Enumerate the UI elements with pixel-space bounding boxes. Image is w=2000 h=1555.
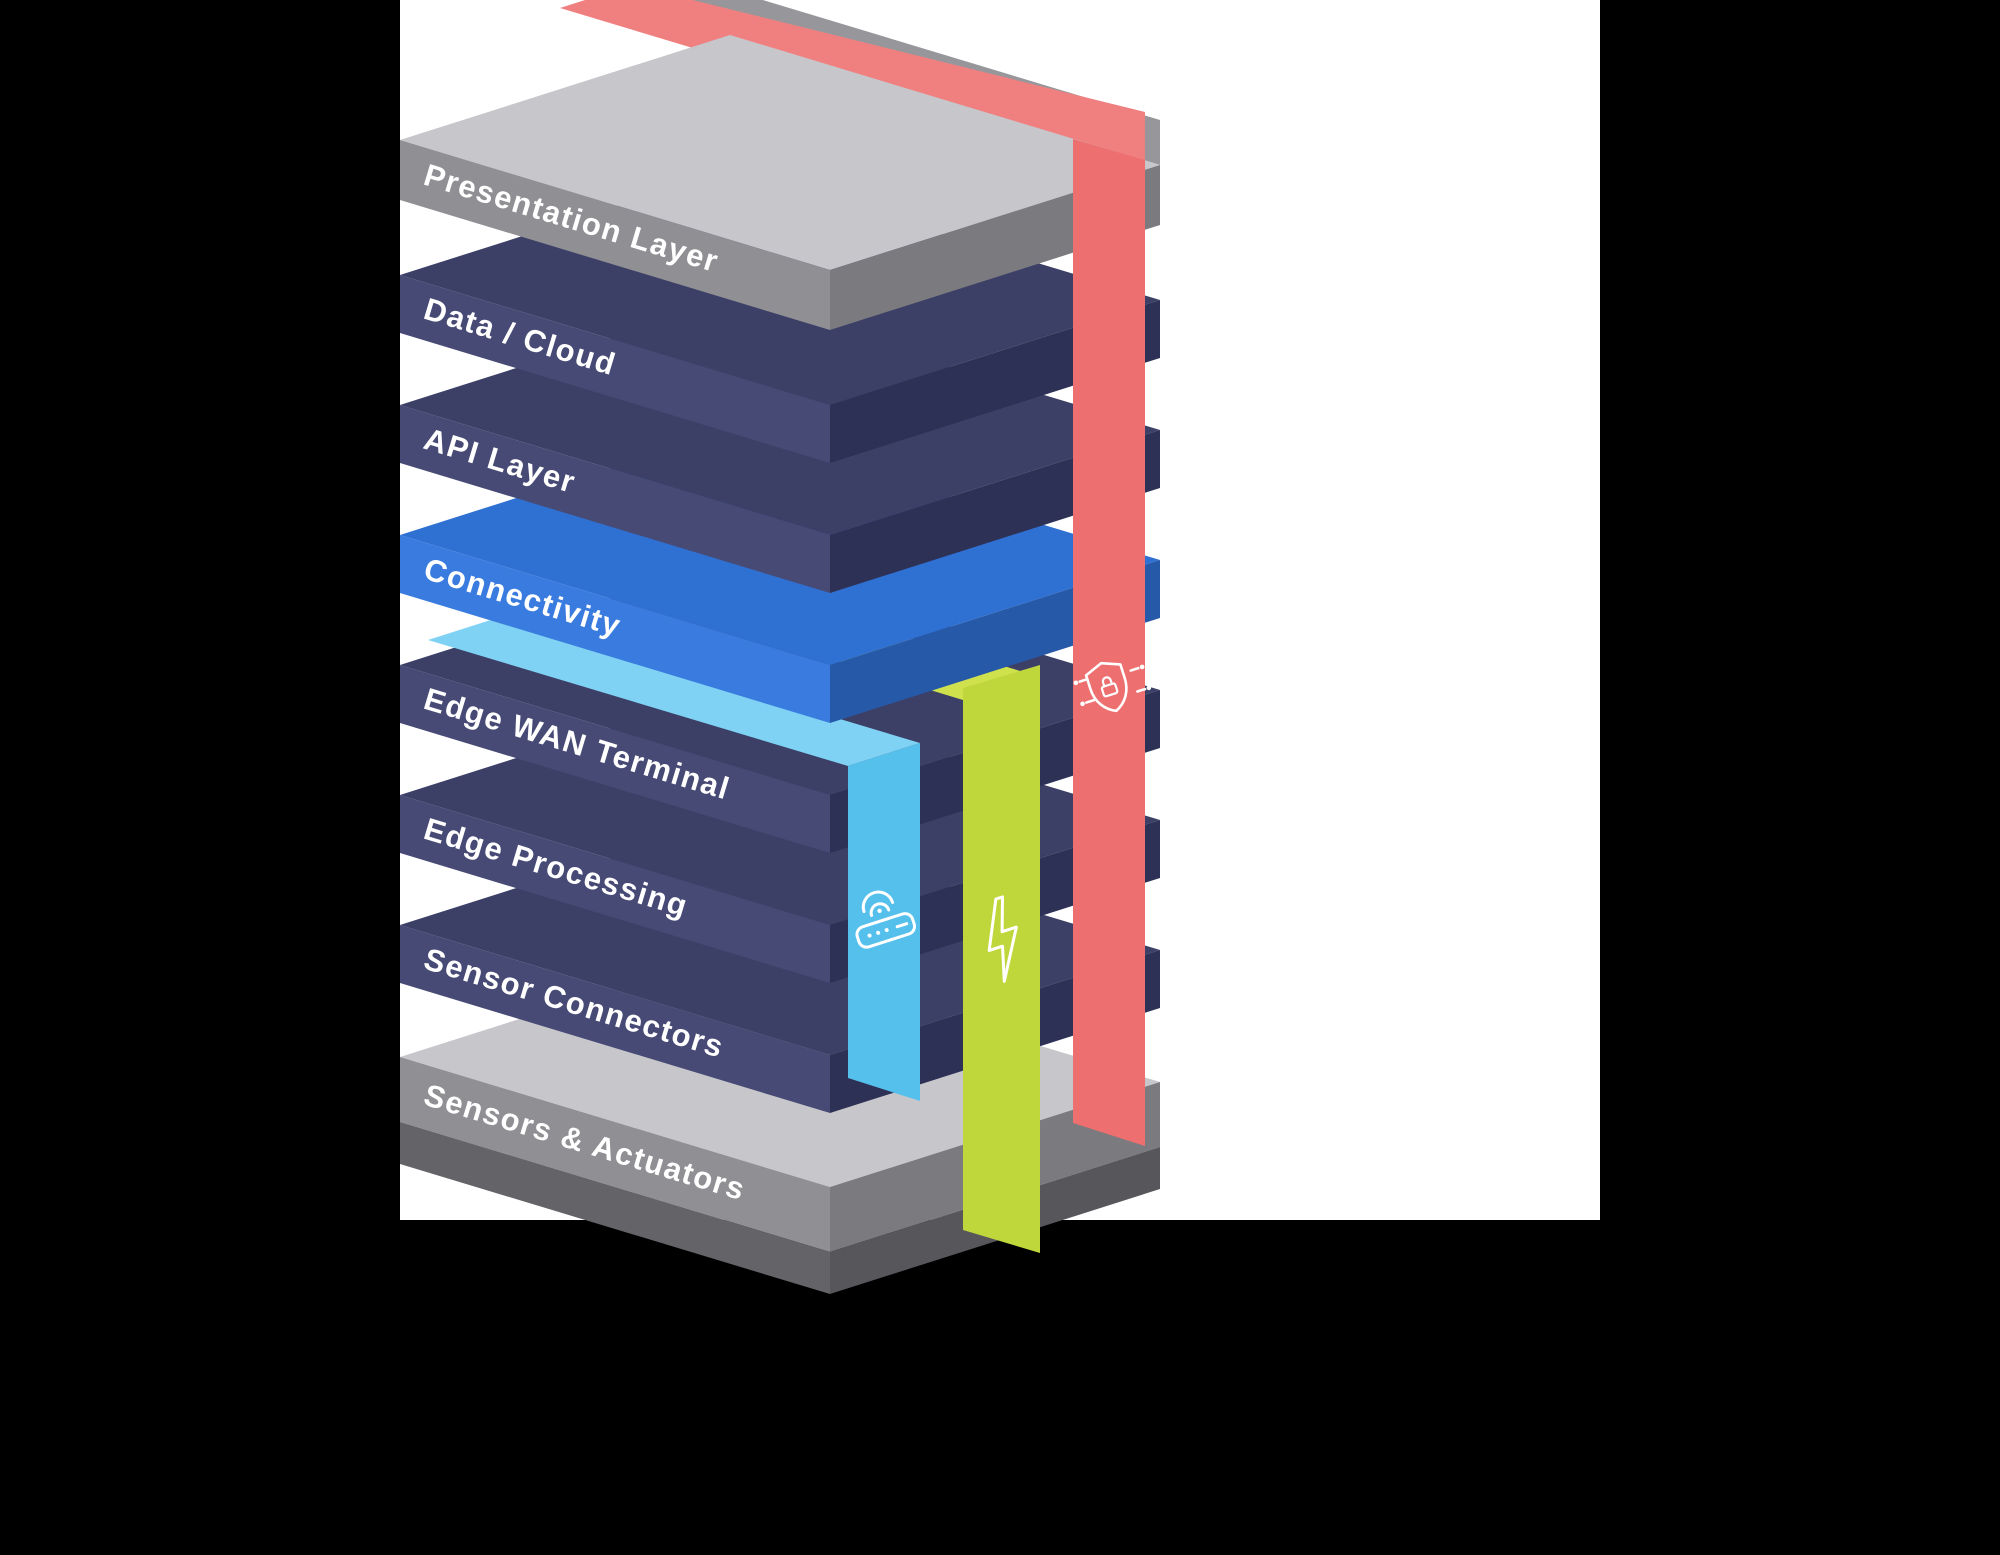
front-face bbox=[400, 665, 830, 853]
security-shield-icon bbox=[1073, 661, 1152, 713]
edge-wan-ribbon-top-face bbox=[428, 617, 920, 766]
front-face bbox=[400, 405, 830, 593]
front-lower-face bbox=[400, 1122, 830, 1294]
front-face bbox=[400, 925, 830, 1113]
front-face bbox=[400, 795, 830, 983]
power-ribbon-band bbox=[963, 665, 1040, 1253]
edge-wan-ribbon-band bbox=[848, 743, 920, 1101]
front-face bbox=[400, 140, 830, 330]
security-ribbon-band bbox=[1073, 139, 1145, 1146]
front-face bbox=[400, 275, 830, 463]
router-icon bbox=[855, 890, 917, 949]
lightning-icon bbox=[987, 895, 1018, 983]
front-face bbox=[400, 535, 830, 723]
top-face bbox=[400, 35, 1160, 270]
front-face bbox=[400, 1057, 830, 1252]
